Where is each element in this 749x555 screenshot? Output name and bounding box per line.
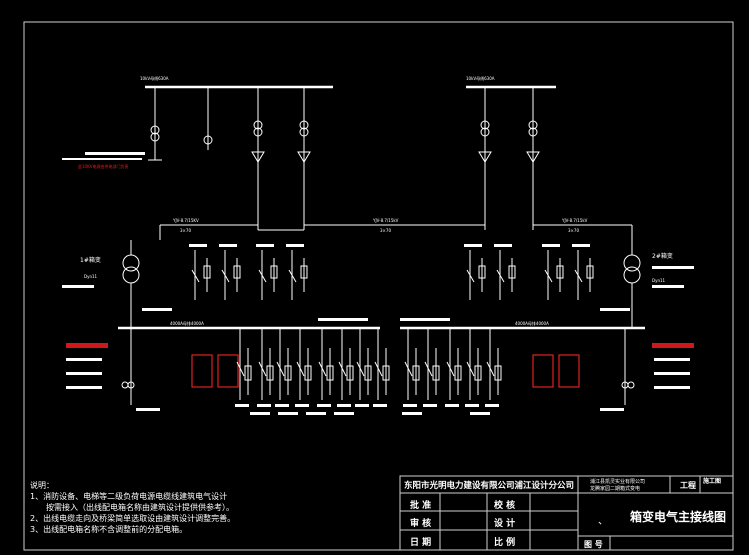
svg-text:10kV母线630A: 10kV母线630A — [140, 75, 169, 81]
cable-left-spec: YJV-8.7/15KV — [172, 218, 199, 223]
project-label: 工程 — [680, 481, 696, 490]
cable-mid-size: 3×70 — [380, 228, 391, 233]
hv-branch-label-bar — [256, 244, 274, 247]
transformer-left-label: 1#箱变 — [80, 256, 101, 264]
transformer-right-label: 2#箱变 — [652, 252, 673, 260]
cable-mid-spec: YJV-8.7/15kV — [372, 218, 399, 223]
cable-right-size: 3×70 — [568, 228, 579, 233]
hv-left-section: 10kV母线630A — [62, 75, 333, 231]
lv-feeders — [235, 328, 502, 415]
note-line-3: 2、出线电缆走向及桥梁简单选取设由建筑设计调整完善。 — [30, 514, 236, 523]
svg-text:4000A母排4000A: 4000A母排4000A — [170, 320, 204, 326]
design-notes: 说明： 1、消防设备、电梯等二级负荷电源电缆线建筑电气设计 按需接入（出线配电箱… — [30, 480, 235, 535]
transformer-left-symbol — [62, 240, 140, 328]
svg-text:4000A母排4000A: 4000A母排4000A — [515, 320, 549, 326]
check-label: 校 核 — [494, 501, 516, 511]
hv-branch-groups — [189, 244, 594, 300]
drawing-frame — [23, 21, 734, 551]
lv-busbars: 4000A母排4000A 4000A母排4000A — [118, 308, 645, 330]
lv-incomer-right — [600, 328, 694, 411]
transformer-right-group: Dyn11 — [652, 278, 666, 283]
red-supply-note: 此10KV电源由供电部门负责 — [78, 163, 128, 169]
hv-branch-label-bar — [286, 244, 304, 247]
drawing-title-prefix: 、 — [598, 516, 608, 527]
drawing-title: 箱变电气主接线图 — [630, 510, 727, 524]
svg-text:10kV母线630A: 10kV母线630A — [466, 75, 495, 81]
hv-branch-label-bar — [464, 244, 482, 247]
review-label: 审 核 — [410, 519, 432, 529]
hv-branch-label-bar — [542, 244, 560, 247]
approve-label: 批 准 — [410, 501, 432, 511]
lv-incomer-left — [66, 328, 160, 411]
capacitor-boxes — [191, 354, 580, 388]
client-line-1: 浦江县凯灵实业有限公司 — [590, 479, 646, 485]
transformer-left-group: Dyn11 — [84, 274, 98, 279]
cable-right-spec: YJV-8.7/15kV — [561, 218, 588, 223]
client-line-2: 龙腾家园二期箱式变电 — [590, 486, 641, 492]
hv-branch-label-bar — [494, 244, 512, 247]
hv-branch-label-bar — [572, 244, 590, 247]
date-label: 日 期 — [410, 538, 432, 548]
notes-heading: 说明： — [30, 481, 54, 490]
transformer-right-symbol — [623, 240, 694, 328]
drawing-number-label: 图 号 — [584, 540, 603, 549]
note-line-4: 3、出线配电箱名称不含调整前的分配电箱。 — [30, 525, 188, 534]
scale-label: 比 例 — [494, 538, 516, 548]
cable-left-size: 3×70 — [180, 228, 191, 233]
title-block-grid — [399, 475, 734, 551]
design-label: 设 计 — [494, 519, 516, 529]
hv-tie-cables — [159, 160, 633, 240]
note-line-1: 1、消防设备、电梯等二级负荷电源电缆线建筑电气设计 — [30, 492, 228, 501]
hv-branch-label-bar — [189, 244, 207, 247]
hv-right-section: 10kV母线630A — [466, 75, 556, 230]
stage-label: 施工图 — [703, 478, 722, 485]
note-line-2: 按需接入（出线配电箱名称由建筑设计提供供参考）。 — [30, 503, 234, 512]
hv-branch-label-bar — [219, 244, 237, 247]
company-name: 东阳市光明电力建设有限公司浦江设计分公司 — [404, 481, 575, 491]
